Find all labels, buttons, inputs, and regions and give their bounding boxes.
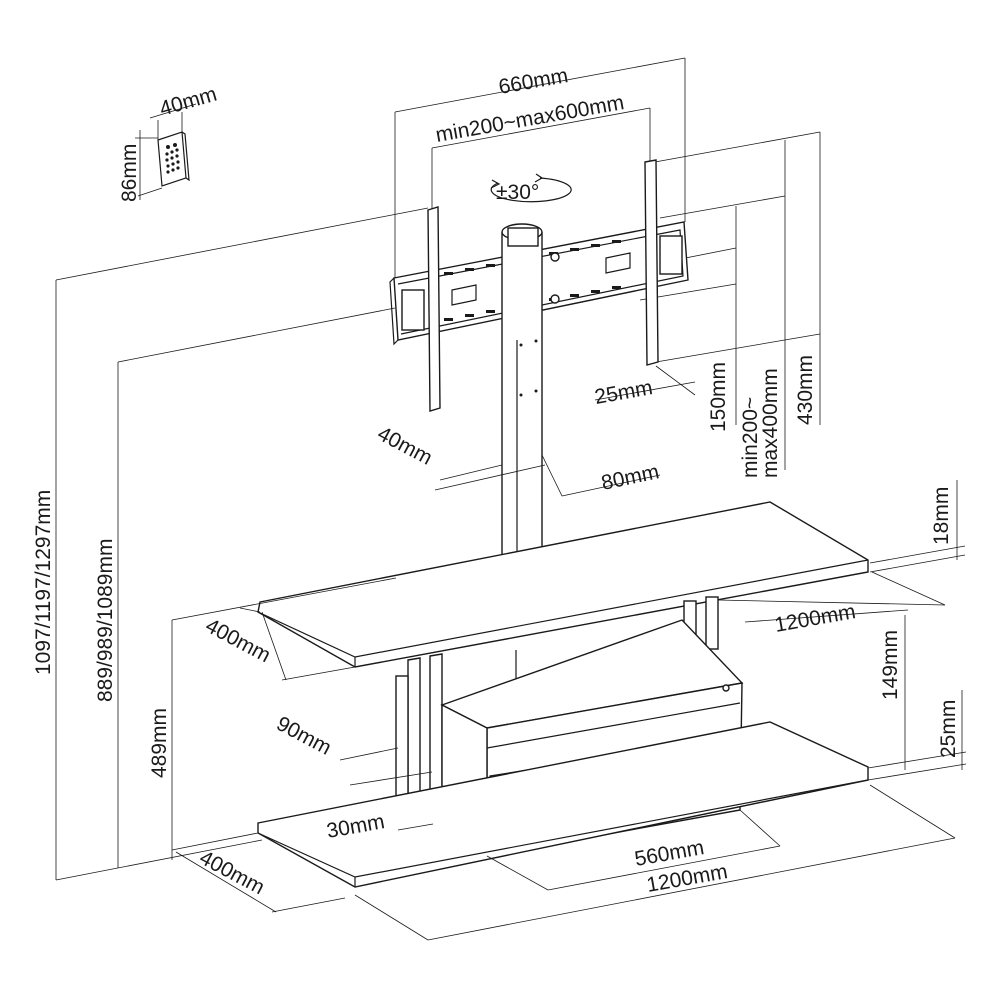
swivel-angle-label: ±30°: [496, 181, 539, 204]
mount-dimension-lines: [394, 57, 821, 470]
swivel-rotation-icon: [490, 173, 572, 203]
cabinet-height-label: 149mm: [879, 630, 902, 700]
top-glass-shelf: [257, 501, 869, 668]
top-shelf-depth-label: 400mm: [202, 614, 275, 667]
top-shelf-width-label: 1200mm: [773, 600, 857, 637]
mount-depth-label: 25mm: [593, 376, 654, 409]
mount-overall-width-label: 660mm: [497, 64, 570, 99]
support-column: [497, 223, 547, 567]
column-depth-label: 40mm: [374, 422, 436, 470]
base-depth-label: 400mm: [196, 846, 269, 899]
remote-height-label: 86mm: [118, 144, 141, 202]
mount-overall-height-label: 430mm: [794, 355, 817, 425]
top-shelf-thickness-label: 18mm: [930, 487, 953, 545]
mount-arm-right: [644, 159, 659, 366]
total-height-label: 1097/1197/1297mm: [32, 490, 55, 675]
vesa-height-label-line1: min200~: [739, 397, 762, 478]
vesa-height-label-line2: max400mm: [759, 368, 782, 478]
top-shelf-height-label: 489mm: [148, 708, 171, 778]
mount-arm-left: [427, 206, 441, 412]
remote-control-icon: [135, 103, 197, 200]
column-dimension-lines: [434, 454, 661, 497]
base-thickness-label: 25mm: [937, 700, 960, 758]
stand-dimension-lines: [55, 207, 967, 941]
post-width-label: 90mm: [273, 712, 335, 760]
remote-width-label: 40mm: [157, 83, 219, 121]
mount-height-label: 889/989/1089mm: [94, 539, 117, 702]
mount-offset-label: 150mm: [707, 362, 730, 432]
column-width-label: 80mm: [599, 460, 661, 495]
